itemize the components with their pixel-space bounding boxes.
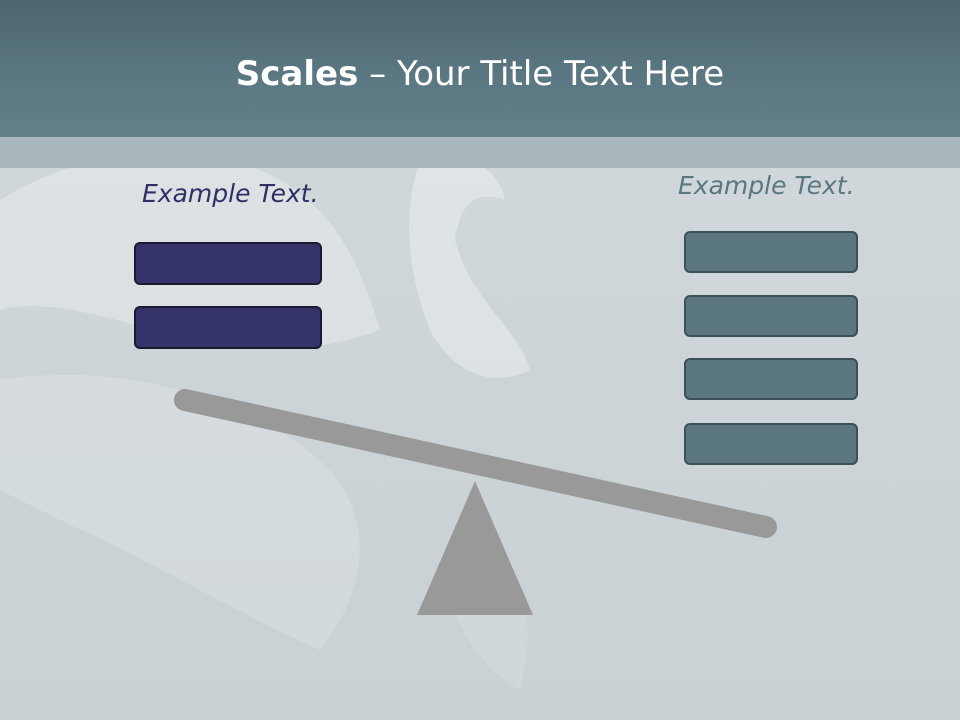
title-underline-strip: [0, 137, 960, 168]
title-rest-text: – Your Title Text Here: [358, 54, 725, 94]
slide-title: Scales – Your Title Text Here: [0, 52, 960, 96]
right-text-box-3[interactable]: [684, 358, 858, 400]
left-example-label: Example Text.: [142, 179, 319, 208]
right-text-box-2[interactable]: [684, 295, 858, 337]
scale-fulcrum: [417, 481, 533, 615]
right-text-box-1[interactable]: [684, 231, 858, 273]
right-text-box-4[interactable]: [684, 423, 858, 465]
right-example-label: Example Text.: [678, 171, 855, 200]
title-bar: [0, 0, 960, 137]
left-text-box-2[interactable]: [134, 306, 322, 349]
left-text-box-1[interactable]: [134, 242, 322, 285]
scale-beam: [174, 389, 777, 538]
title-bold-text: Scales: [235, 54, 359, 94]
